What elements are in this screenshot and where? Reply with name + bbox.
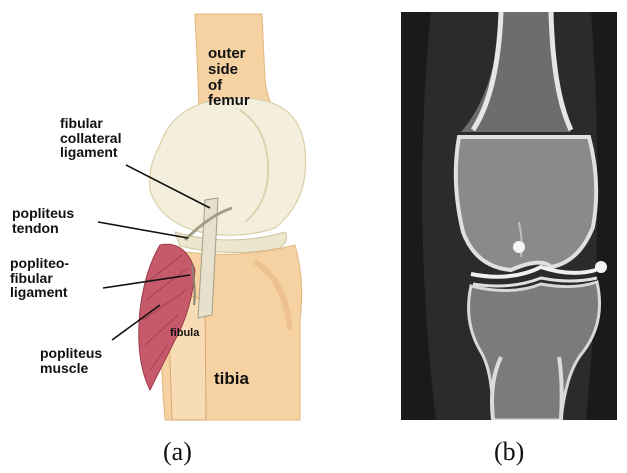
- caption-a: (a): [163, 437, 192, 467]
- label-popliteus-tendon: popliteus tendon: [12, 206, 74, 235]
- label-fibular-collateral-ligament: fibular collateral ligament: [60, 116, 121, 160]
- label-fibula: fibula: [170, 328, 199, 340]
- label-popliteus-muscle: popliteus muscle: [40, 346, 102, 375]
- label-tibia: tibia: [214, 370, 249, 388]
- ct-image: [401, 12, 617, 420]
- pointer-tendon: [98, 222, 188, 238]
- knee-anatomy-illustration: outer side of femur fibular collateral l…: [0, 0, 360, 430]
- label-femur: outer side of femur: [208, 46, 250, 109]
- label-popliteofibular-ligament: popliteo- fibular ligament: [10, 256, 69, 300]
- knee-ct-scan: [401, 12, 617, 420]
- caption-b: (b): [494, 437, 524, 467]
- femoral-condyle: [150, 98, 306, 235]
